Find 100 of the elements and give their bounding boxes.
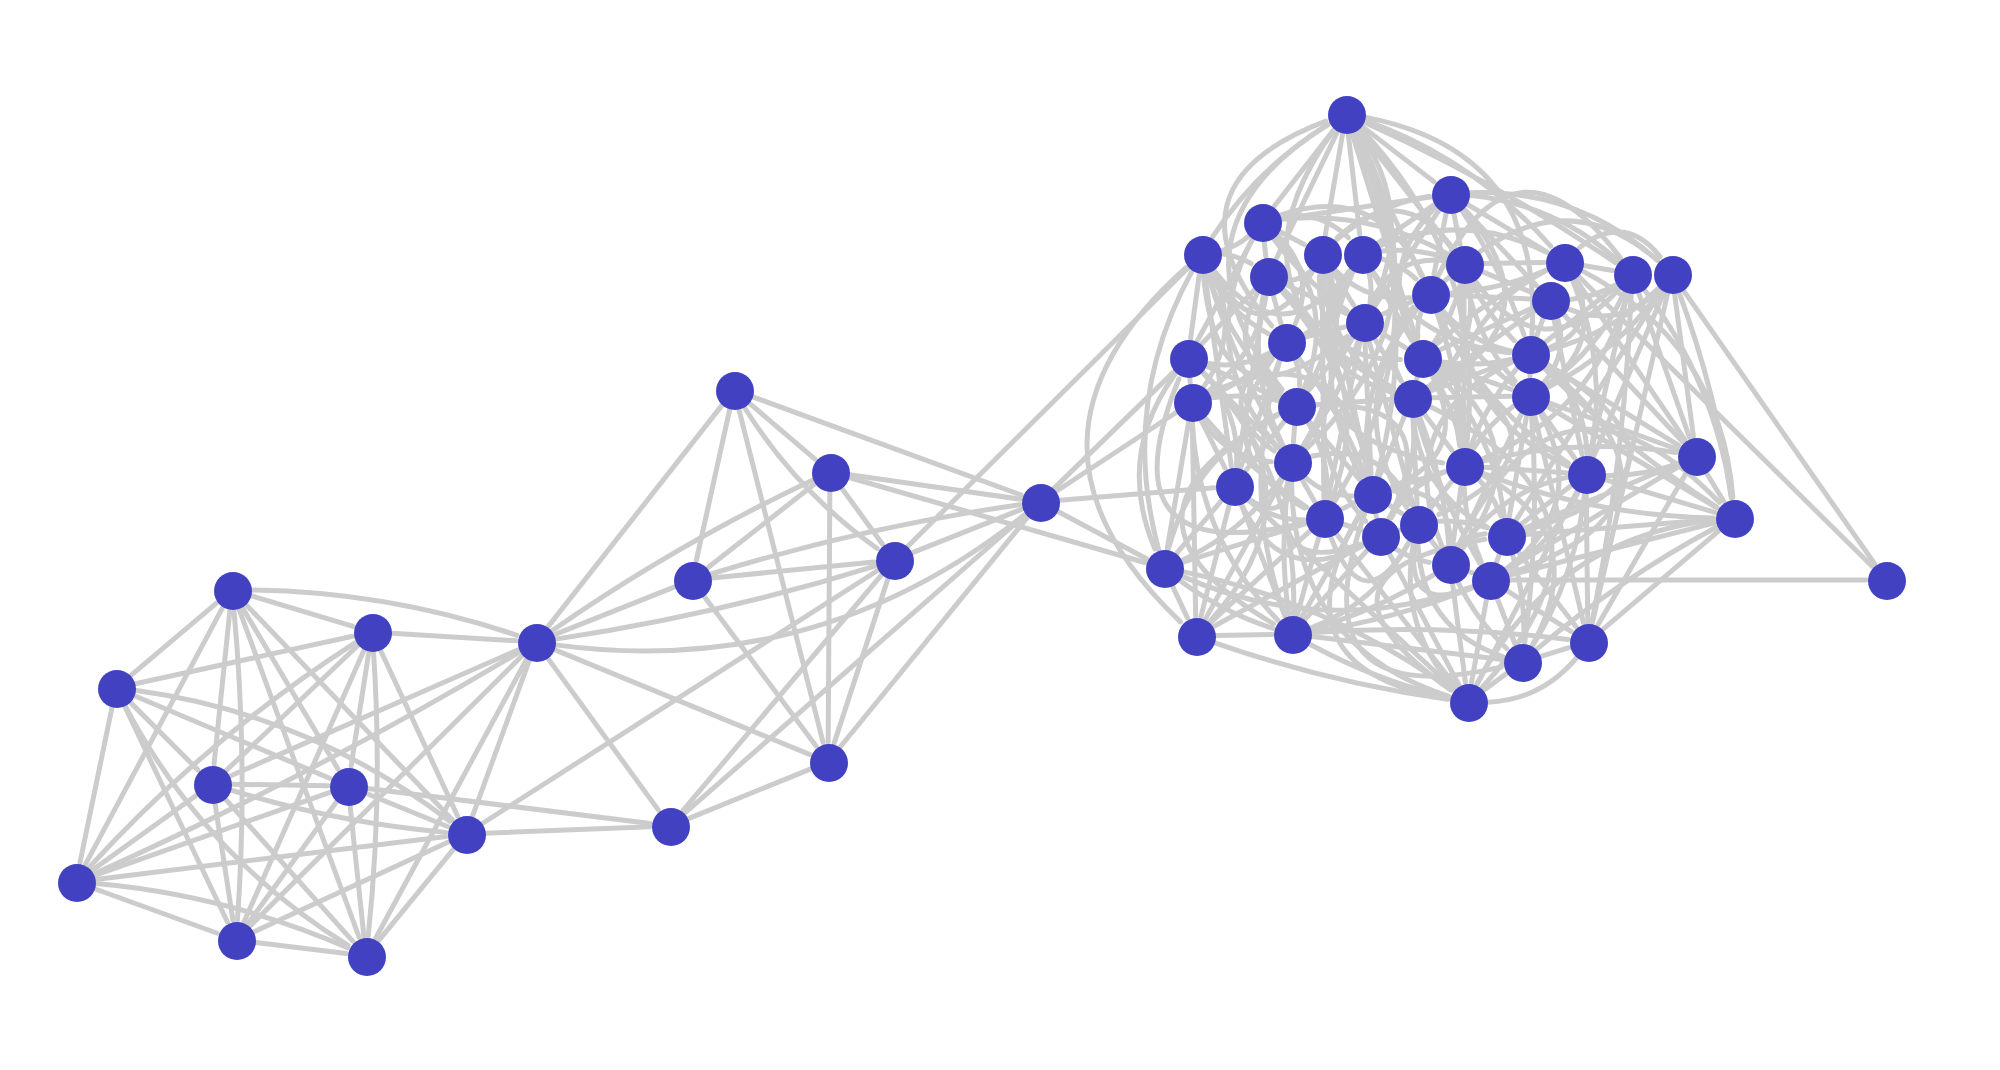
edge-line — [708, 502, 1023, 577]
edge-line — [239, 604, 341, 772]
edge-line — [1591, 289, 1667, 459]
edge-line — [1239, 502, 1365, 563]
edge-line — [1299, 476, 1317, 504]
edge-line — [1480, 470, 1717, 521]
network-node — [1399, 505, 1437, 543]
edge-line — [1447, 292, 1533, 302]
edge-line — [127, 699, 201, 773]
edge-line — [1431, 211, 1449, 277]
edge-line — [1396, 527, 1402, 533]
edge-line — [1464, 282, 1518, 384]
edge-line — [1469, 597, 1489, 685]
edge-line — [1522, 413, 1537, 645]
edge-line — [1280, 215, 1449, 256]
network-node — [347, 937, 385, 975]
edge-line — [365, 785, 653, 827]
edge-line — [1057, 485, 1217, 503]
edge-line — [1378, 329, 1408, 351]
network-node — [1249, 257, 1287, 295]
edge-line — [1567, 282, 1618, 302]
edge-line — [122, 704, 351, 948]
edge-line — [1464, 201, 1550, 255]
edge-line — [1523, 361, 1632, 533]
edge-line — [1187, 374, 1193, 386]
network-node — [673, 561, 711, 599]
edge-line — [1458, 474, 1570, 551]
edge-line — [128, 600, 220, 678]
edge-line — [1273, 233, 1319, 391]
edge-line — [1461, 206, 1539, 288]
edge-line — [1504, 588, 1574, 634]
edge-line — [253, 939, 349, 957]
edge-line — [1174, 498, 1224, 556]
edge-line — [701, 593, 819, 749]
edge-line — [1289, 479, 1452, 699]
edge-line — [736, 406, 826, 746]
edge-line — [1600, 528, 1722, 632]
edge-line — [1410, 416, 1490, 530]
edge-line — [1243, 419, 1287, 473]
edge-line — [1507, 577, 1869, 583]
edge-line — [1372, 336, 1404, 384]
edge-line — [231, 607, 245, 923]
edge-line — [1188, 271, 1202, 341]
edge-line — [1424, 359, 1515, 549]
edge-line — [236, 606, 362, 940]
network-node — [651, 807, 689, 845]
edge-line — [846, 475, 1148, 565]
network-node — [1653, 255, 1691, 293]
edge-line — [1294, 534, 1322, 618]
edge-line — [1474, 489, 1580, 687]
edge-line — [1301, 338, 1361, 449]
edge-line — [1602, 477, 1718, 515]
edge-line — [1309, 572, 1436, 632]
edge-line — [1379, 247, 1448, 260]
edge-line — [1390, 304, 1416, 383]
edge-line — [1208, 354, 1275, 398]
network-node — [1267, 323, 1305, 361]
edge-line — [1703, 470, 1727, 504]
edge-line — [229, 781, 331, 789]
edge-line — [1538, 645, 1572, 659]
edge-line — [1051, 369, 1177, 491]
edge-line — [241, 647, 367, 925]
network-node — [1393, 379, 1431, 417]
network-node — [1177, 617, 1215, 655]
edge-line — [1580, 268, 1736, 500]
edge-line — [1361, 119, 1618, 266]
edge-line — [1330, 268, 1356, 308]
edge-line — [248, 593, 356, 629]
edge-line — [92, 790, 332, 878]
edge-line — [1494, 551, 1502, 565]
edge-line — [247, 653, 525, 929]
edge-line — [1428, 404, 1555, 690]
edge-line — [1455, 580, 1510, 652]
edge-line — [1199, 287, 1257, 347]
edge-line — [363, 791, 451, 829]
edge-line — [1180, 476, 1283, 563]
network-node — [1545, 243, 1583, 281]
edge-line — [1439, 357, 1514, 367]
edge-line — [750, 394, 1024, 498]
edge-line — [1481, 671, 1509, 693]
edge-line — [1325, 338, 1363, 502]
edge-line — [1293, 357, 1303, 389]
edge-line — [87, 640, 358, 870]
edge-line — [1439, 306, 1514, 354]
edge-line — [1363, 118, 1554, 249]
edge-line — [1308, 539, 1413, 631]
edge-line — [376, 846, 456, 944]
edge-line — [1538, 409, 1578, 461]
edge-line — [1345, 131, 1363, 237]
edge-line — [251, 839, 451, 935]
edge-line — [1438, 362, 1514, 392]
edge-line — [545, 655, 661, 813]
edge-line — [1201, 273, 1350, 379]
edge-line — [1411, 542, 1474, 598]
edge-line — [1369, 268, 1415, 344]
edge-line — [1481, 259, 1547, 267]
edge-line — [377, 647, 461, 819]
edge-line — [1362, 339, 1374, 477]
edge-line — [1521, 461, 1681, 531]
edge-line — [1373, 510, 1379, 520]
